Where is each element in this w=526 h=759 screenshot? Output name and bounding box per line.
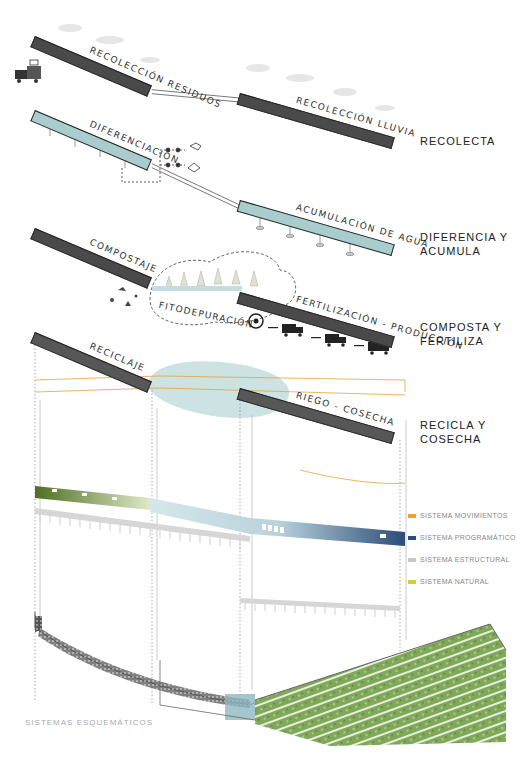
stage-label: RECICLA Y COSECHA [420,418,518,446]
beam-node: DIFERENCIACIÓN [30,97,157,171]
legend-text: SISTEMA PROGRAMÁTICO [420,534,516,541]
caption: SISTEMAS ESQUEMÁTICOS [25,718,153,727]
stage-label: COMPOSTA Y FERTILIZA [420,320,518,348]
beam-node: COMPOSTAJE [30,215,157,289]
legend-swatch [408,558,416,562]
legend-text: SISTEMA MOVIMIENTOS [420,512,508,519]
legend-item: SISTEMA PROGRAMÁTICO [408,534,516,541]
legend-text: SISTEMA NATURAL [420,578,489,585]
legend-text: SISTEMA ESTRUCTURAL [420,556,510,563]
legend-item: SISTEMA MOVIMIENTOS [408,512,508,519]
stage-label: DIFERENCIA Y ACUMULA [420,230,518,258]
legend-swatch [408,514,416,518]
connector-line [152,164,240,209]
beam-node: RECICLAJE [30,319,157,393]
legend-swatch [408,536,416,540]
legend-swatch [408,580,416,584]
beam-node: RECOLECCIÓN RESIDUOS [30,23,157,97]
legend-item: SISTEMA NATURAL [408,578,489,585]
beam-node: RECOLECCIÓN LLUVIA [237,80,399,149]
stage-label: RECOLECTA [420,134,518,148]
legend-item: SISTEMA ESTRUCTURAL [408,556,510,563]
